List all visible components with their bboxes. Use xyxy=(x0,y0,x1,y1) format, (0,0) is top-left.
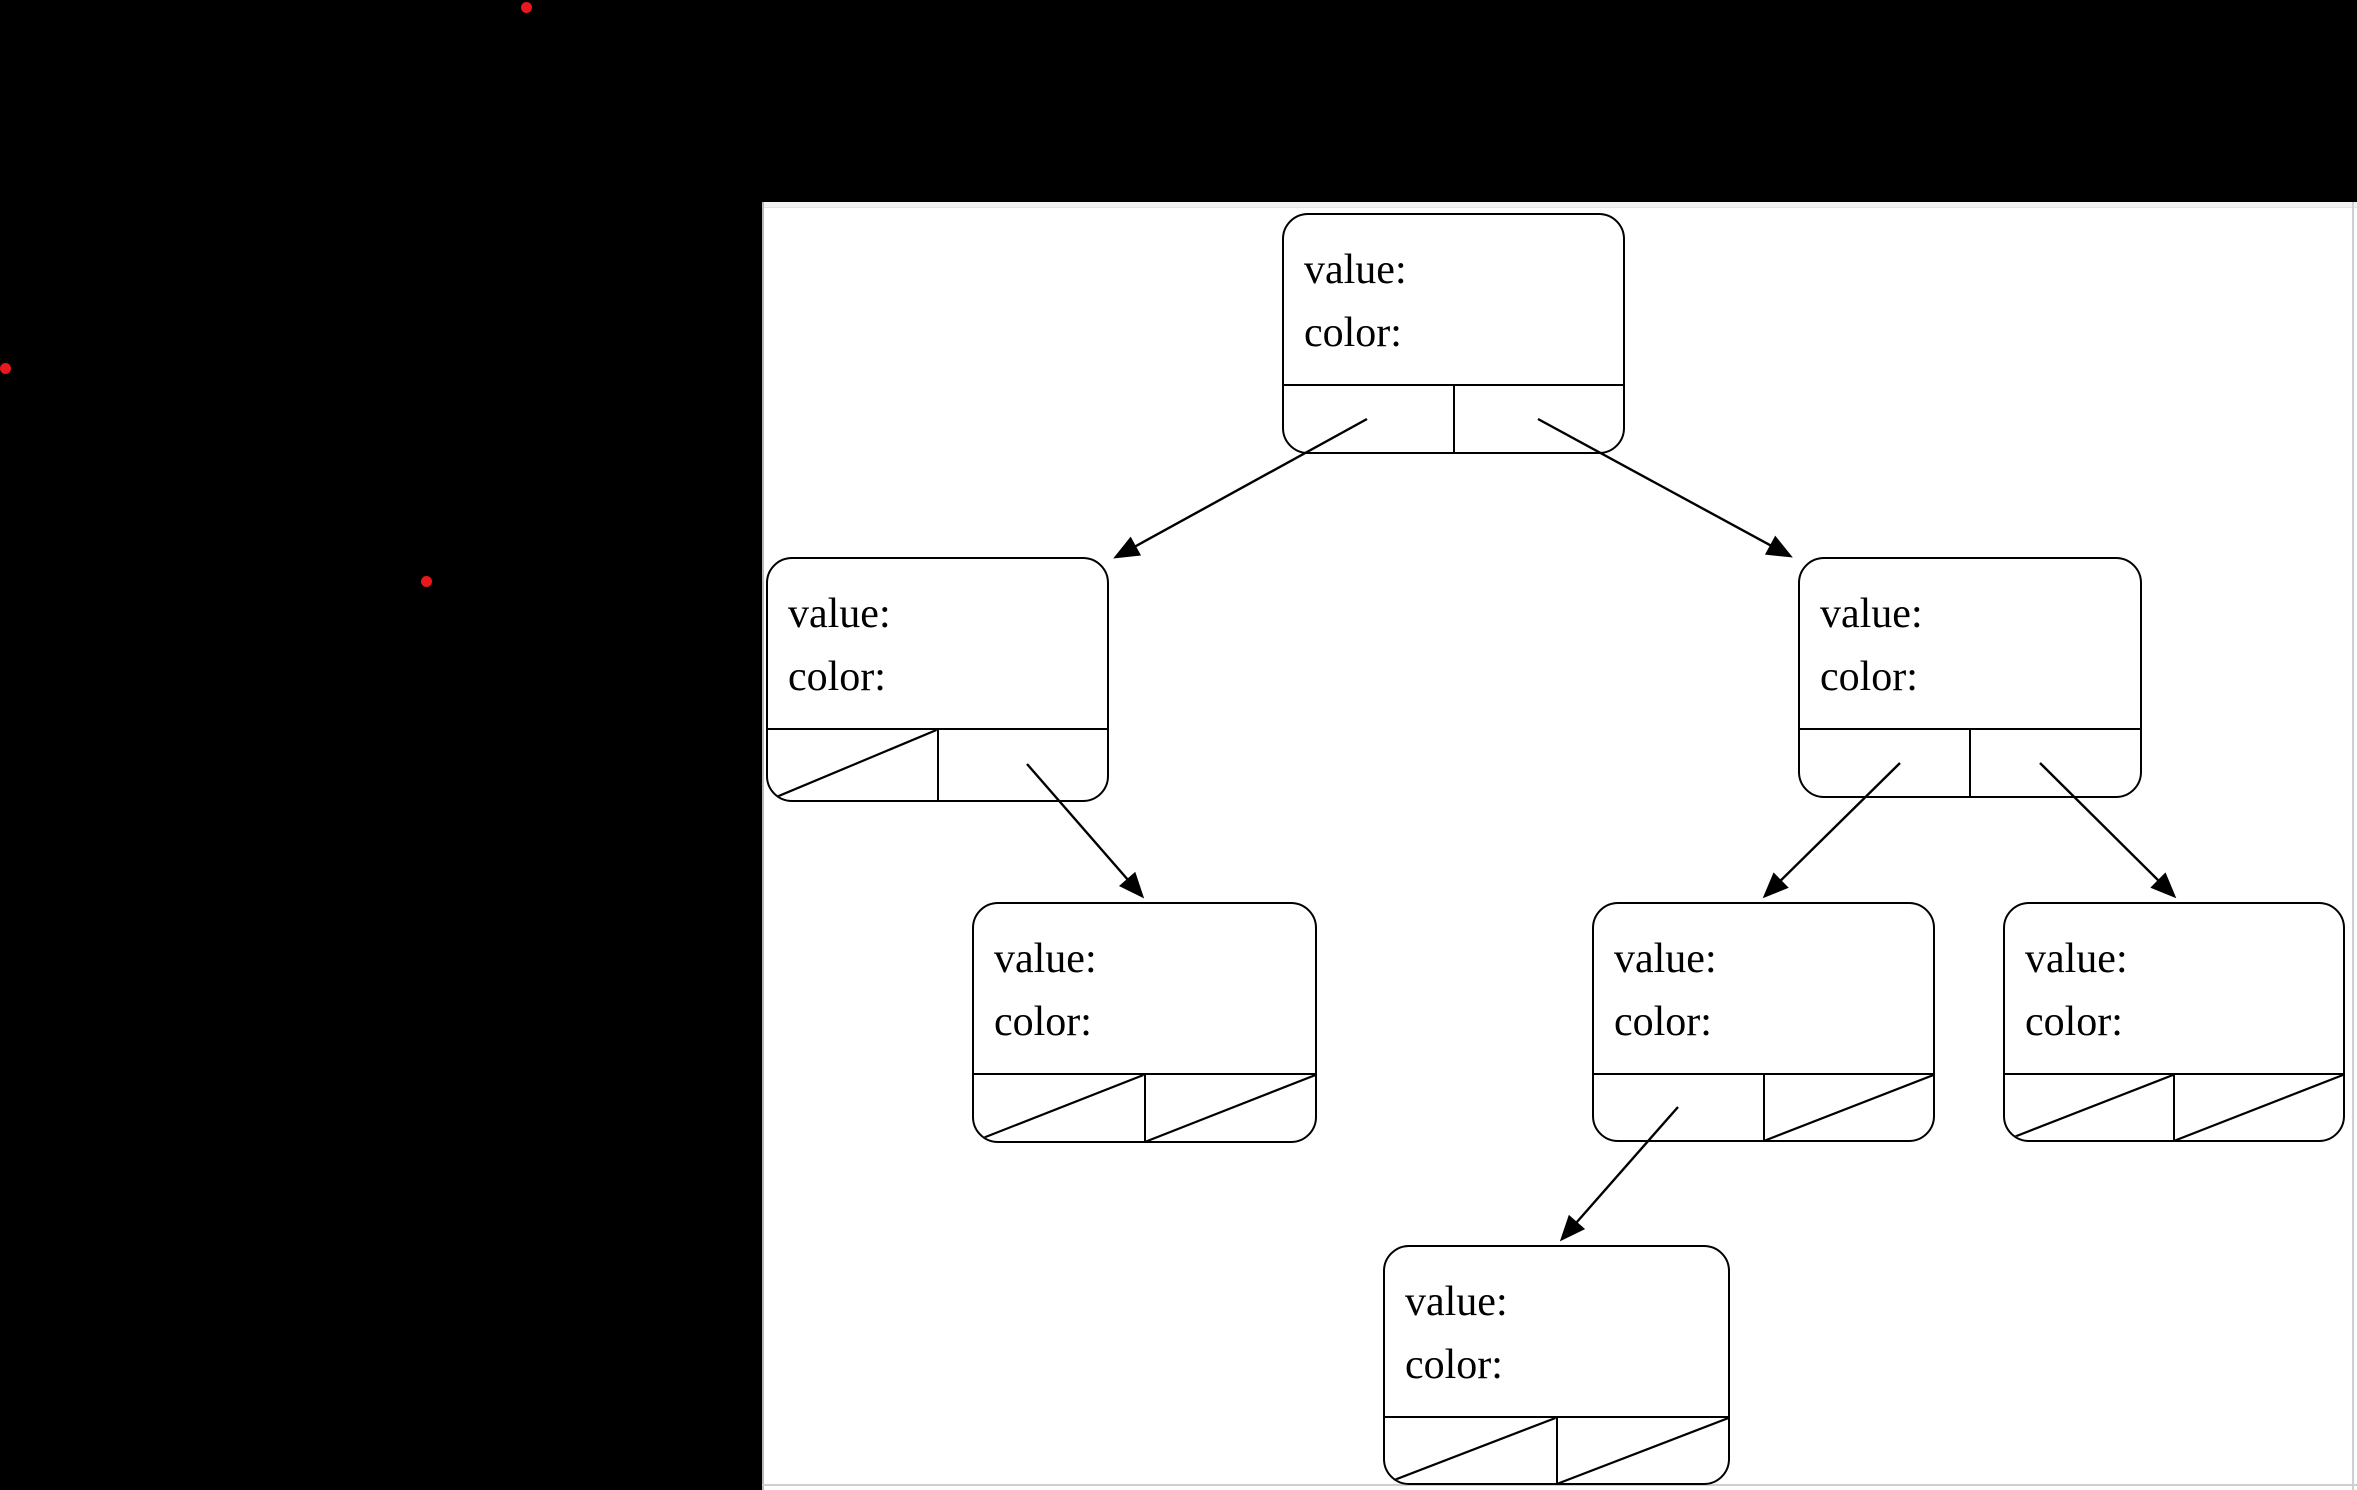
tree-node-right-left-grandchild: value: color: xyxy=(1592,902,1935,1142)
panel-right-edge xyxy=(2352,202,2354,1490)
tree-node-root: value: color: xyxy=(1282,213,1625,454)
null-pointer-slash-icon xyxy=(2175,1075,2343,1141)
right-pointer-cell xyxy=(1555,1417,1729,1484)
left-pointer-cell xyxy=(1800,730,1969,797)
null-pointer-slash-icon xyxy=(1765,1075,1934,1141)
right-pointer-cell xyxy=(2173,1074,2343,1141)
tree-node-right-child: value: color: xyxy=(1798,557,2142,798)
right-pointer-cell xyxy=(1452,385,1624,452)
null-pointer-slash-icon xyxy=(974,1075,1144,1142)
node-value-label: value: xyxy=(1304,247,1407,293)
null-pointer-slash-icon xyxy=(1558,1418,1729,1484)
left-pointer-cell xyxy=(2005,1075,2173,1141)
tree-node-right-right-grandchild: value: color: xyxy=(2003,902,2345,1142)
null-pointer-slash-icon xyxy=(768,730,937,801)
diagram-panel: value: color: value: color: xyxy=(762,202,2357,1490)
red-dot-marker xyxy=(421,576,432,587)
right-pointer-cell xyxy=(1969,729,2140,796)
node-color-label: color: xyxy=(1614,999,1712,1045)
panel-bottom-edge xyxy=(762,1484,2357,1486)
left-pointer-cell xyxy=(1284,386,1453,453)
node-color-label: color: xyxy=(788,654,886,700)
node-color-label: color: xyxy=(994,999,1092,1045)
node-color-label: color: xyxy=(1820,654,1918,700)
right-pointer-cell xyxy=(1762,1074,1934,1141)
null-pointer-slash-icon xyxy=(1146,1075,1316,1142)
node-color-label: color: xyxy=(1405,1342,1503,1388)
node-value-label: value: xyxy=(1405,1279,1508,1325)
node-value-label: value: xyxy=(1820,591,1923,637)
right-pointer-cell xyxy=(936,729,1108,800)
node-value-label: value: xyxy=(1614,936,1717,982)
right-pointer-cell xyxy=(1143,1074,1316,1142)
left-pointer-cell xyxy=(1594,1075,1763,1141)
null-pointer-slash-icon xyxy=(2005,1075,2173,1141)
panel-top-edge xyxy=(762,202,2357,208)
panel-left-edge xyxy=(762,202,764,1490)
tree-node-right-left-left-greatgrandchild: value: color: xyxy=(1383,1245,1730,1485)
red-dot-marker xyxy=(521,2,532,13)
tree-node-left-right-grandchild: value: color: xyxy=(972,902,1317,1143)
tree-node-left-child: value: color: xyxy=(766,557,1109,802)
node-value-label: value: xyxy=(994,936,1097,982)
node-color-label: color: xyxy=(1304,310,1402,356)
left-pointer-cell xyxy=(768,730,937,801)
left-pointer-cell xyxy=(974,1075,1144,1142)
node-value-label: value: xyxy=(788,591,891,637)
node-value-label: value: xyxy=(2025,936,2128,982)
node-color-label: color: xyxy=(2025,999,2123,1045)
null-pointer-slash-icon xyxy=(1385,1418,1556,1484)
red-dot-marker xyxy=(0,363,11,374)
left-pointer-cell xyxy=(1385,1418,1556,1484)
